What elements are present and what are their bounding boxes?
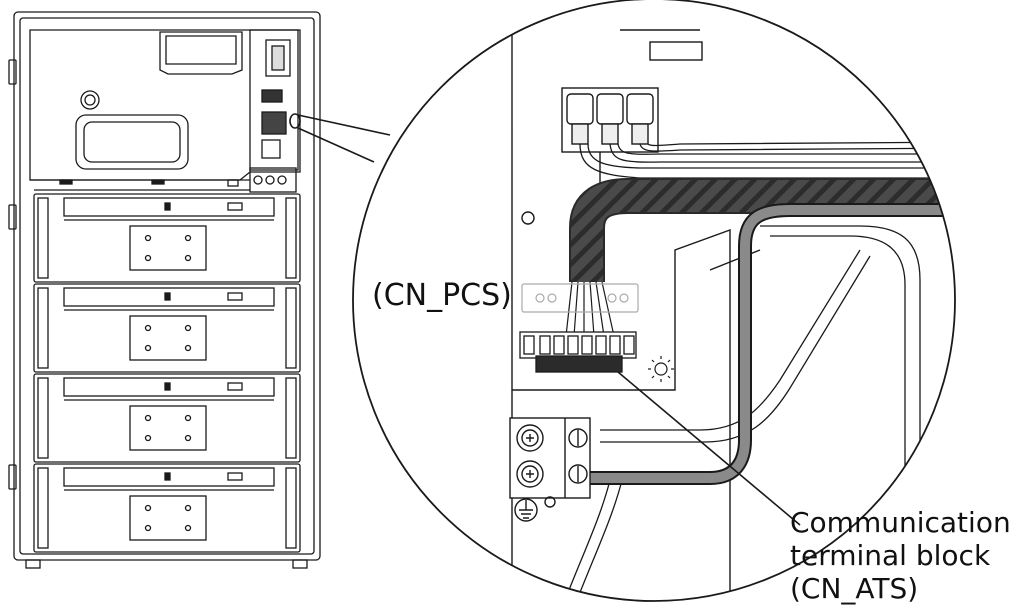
pcb-connector xyxy=(261,111,287,135)
latch-icon xyxy=(227,472,243,481)
battery-module-panel xyxy=(129,225,207,271)
screw-icon xyxy=(144,524,152,532)
zoom-origin-marker xyxy=(289,113,301,129)
battery-modules xyxy=(33,193,301,553)
cn-ats-label: Communication terminal block (CN_ATS) xyxy=(790,506,1011,605)
control-panel xyxy=(29,29,301,181)
ground-terminal-block xyxy=(509,417,591,499)
pcb-board xyxy=(249,29,299,171)
cn-ats-label-line1: Communication xyxy=(790,506,1011,539)
screw-icon xyxy=(184,324,192,332)
screw-icon xyxy=(144,344,152,352)
battery-module-panel xyxy=(129,495,207,541)
screw-icon xyxy=(144,414,152,422)
screw-icon xyxy=(144,324,152,332)
zoom-circle xyxy=(352,0,956,602)
hinge-middle xyxy=(8,204,17,230)
ess-cabinet xyxy=(8,11,321,569)
cn-pcs-connector xyxy=(521,283,639,313)
comm-cable-sheath xyxy=(571,180,955,282)
battery-module-top-rail xyxy=(63,377,275,397)
lock-icon xyxy=(164,382,171,391)
battery-module-side-left xyxy=(37,377,49,459)
screw-icon xyxy=(184,254,192,262)
zoom-leader-bottom xyxy=(297,127,375,163)
ground-cable xyxy=(590,205,955,483)
mounting-hole xyxy=(521,211,535,225)
top-connector-1 xyxy=(566,93,594,125)
screw-icon xyxy=(144,254,152,262)
cn-pcs-label: (CN_PCS) xyxy=(372,278,512,313)
knob-icon xyxy=(80,90,100,110)
battery-module-side-left xyxy=(37,197,49,279)
top-connector-2 xyxy=(596,93,624,125)
lock-icon xyxy=(164,472,171,481)
cabinet-foot-left xyxy=(25,559,41,569)
cn-ats-terminal-block xyxy=(519,331,637,373)
zoom-leader-top xyxy=(297,114,391,136)
lock-icon xyxy=(164,202,171,211)
middle-handle xyxy=(75,114,189,170)
lock-icon xyxy=(164,292,171,301)
screw-icon xyxy=(184,524,192,532)
screw-icon xyxy=(144,504,152,512)
battery-module-side-right xyxy=(285,287,297,369)
battery-module-side-left xyxy=(37,467,49,549)
screw-icon xyxy=(144,434,152,442)
top-connector-3 xyxy=(626,93,654,125)
battery-module xyxy=(33,193,301,283)
hinge-bottom xyxy=(8,464,17,490)
latch-icon xyxy=(227,292,243,301)
battery-module-top-rail xyxy=(63,197,275,217)
sun-icon xyxy=(648,356,674,382)
battery-module-side-right xyxy=(285,467,297,549)
battery-module-panel xyxy=(129,315,207,361)
cn-ats-leader-line xyxy=(617,371,801,526)
latch-icon xyxy=(227,382,243,391)
screw-icon xyxy=(184,344,192,352)
screw-icon xyxy=(144,234,152,242)
cabinet-outer xyxy=(13,11,321,561)
battery-module-side-right xyxy=(285,197,297,279)
top-handle xyxy=(159,31,243,75)
latch-icon xyxy=(227,202,243,211)
panel-label-plate xyxy=(649,41,703,61)
top-connectors xyxy=(561,87,659,153)
battery-module-side-left xyxy=(37,287,49,369)
battery-module-side-right xyxy=(285,377,297,459)
battery-module xyxy=(33,463,301,553)
zoom-callout xyxy=(289,113,391,163)
cabinet-inner-frame xyxy=(19,17,315,555)
battery-module xyxy=(33,373,301,463)
battery-module-top-rail xyxy=(63,287,275,307)
cn-ats-label-line2: terminal block xyxy=(790,539,991,572)
hinge-top xyxy=(8,59,17,85)
battery-module xyxy=(33,283,301,373)
screw-icon xyxy=(184,234,192,242)
panel-plate xyxy=(511,10,731,601)
battery-module-panel xyxy=(129,405,207,451)
cn-ats-label-line3: (CN_ATS) xyxy=(790,572,919,605)
screw-icon xyxy=(184,504,192,512)
ground-icon xyxy=(514,496,556,522)
cabinet-foot-right xyxy=(292,559,308,569)
zoom-detail xyxy=(353,0,955,601)
comm-wires xyxy=(565,281,615,337)
screw-icon xyxy=(184,434,192,442)
screw-icon xyxy=(184,414,192,422)
battery-module-top-rail xyxy=(63,467,275,487)
